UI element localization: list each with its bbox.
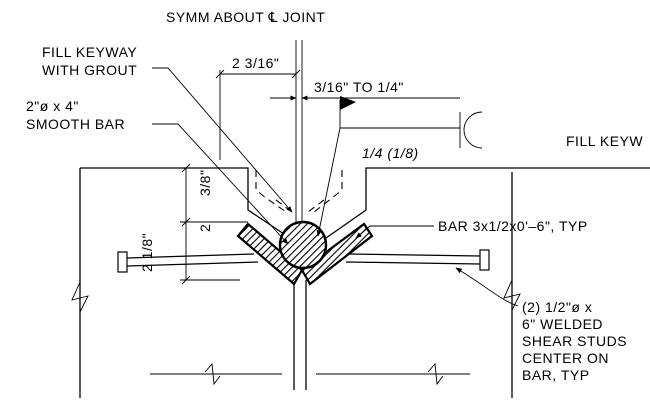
studs-label-line1: (2) 1/2"ø x: [522, 299, 592, 315]
smooth-bar-label-line2: SMOOTH BAR: [26, 116, 125, 132]
symm-label: SYMM ABOUT ℄ JOINT: [166, 9, 325, 25]
dim-2-upper-label: 2: [197, 224, 213, 232]
leader-bar-spec: [355, 225, 434, 239]
weld-size-label: 1/4 (1/8): [362, 145, 419, 161]
smooth-bar: [278, 220, 328, 270]
right-angle-bar: [300, 222, 374, 286]
leader-fill-keyway: [152, 67, 293, 213]
studs-label-line2: 6" WELDED: [522, 316, 603, 332]
dim-2-1-8-label: 2 1/8": [139, 233, 155, 272]
left-slab-outline: [71, 167, 291, 398]
right-slab-outline: [316, 167, 650, 398]
dimension-vertical-left: [180, 163, 248, 285]
fill-keyway-label-line2: WITH GROUT: [42, 62, 137, 78]
studs-label-line4: CENTER ON: [522, 350, 609, 366]
dim-3-8-label: 3/8": [197, 170, 213, 196]
leader-studs: [455, 267, 519, 307]
studs-label-line5: BAR, TYP: [522, 367, 590, 383]
joint-gap: [293, 40, 307, 390]
right-shear-stud: [345, 249, 490, 271]
keyway-dashed-outline: [255, 170, 343, 213]
studs-label-line3: SHEAR STUDS: [522, 333, 627, 349]
smooth-bar-label-line1: 2"ø x 4": [26, 98, 79, 114]
left-shear-stud: [117, 251, 259, 273]
dim-3-16-to-1-4-label: 3/16" TO 1/4": [314, 79, 404, 95]
dimension-2-3-16: [215, 69, 301, 160]
leader-smooth-bar: [152, 123, 289, 245]
fill-keyway-right-label: FILL KEYW: [566, 133, 643, 149]
weld-symbol: [316, 96, 483, 237]
fill-keyway-label-line1: FILL KEYWAY: [42, 44, 137, 60]
bar-spec-label: BAR 3x1/2x0'–6", TYP: [438, 218, 588, 234]
dim-2-3-16-label: 2 3/16": [232, 55, 279, 71]
